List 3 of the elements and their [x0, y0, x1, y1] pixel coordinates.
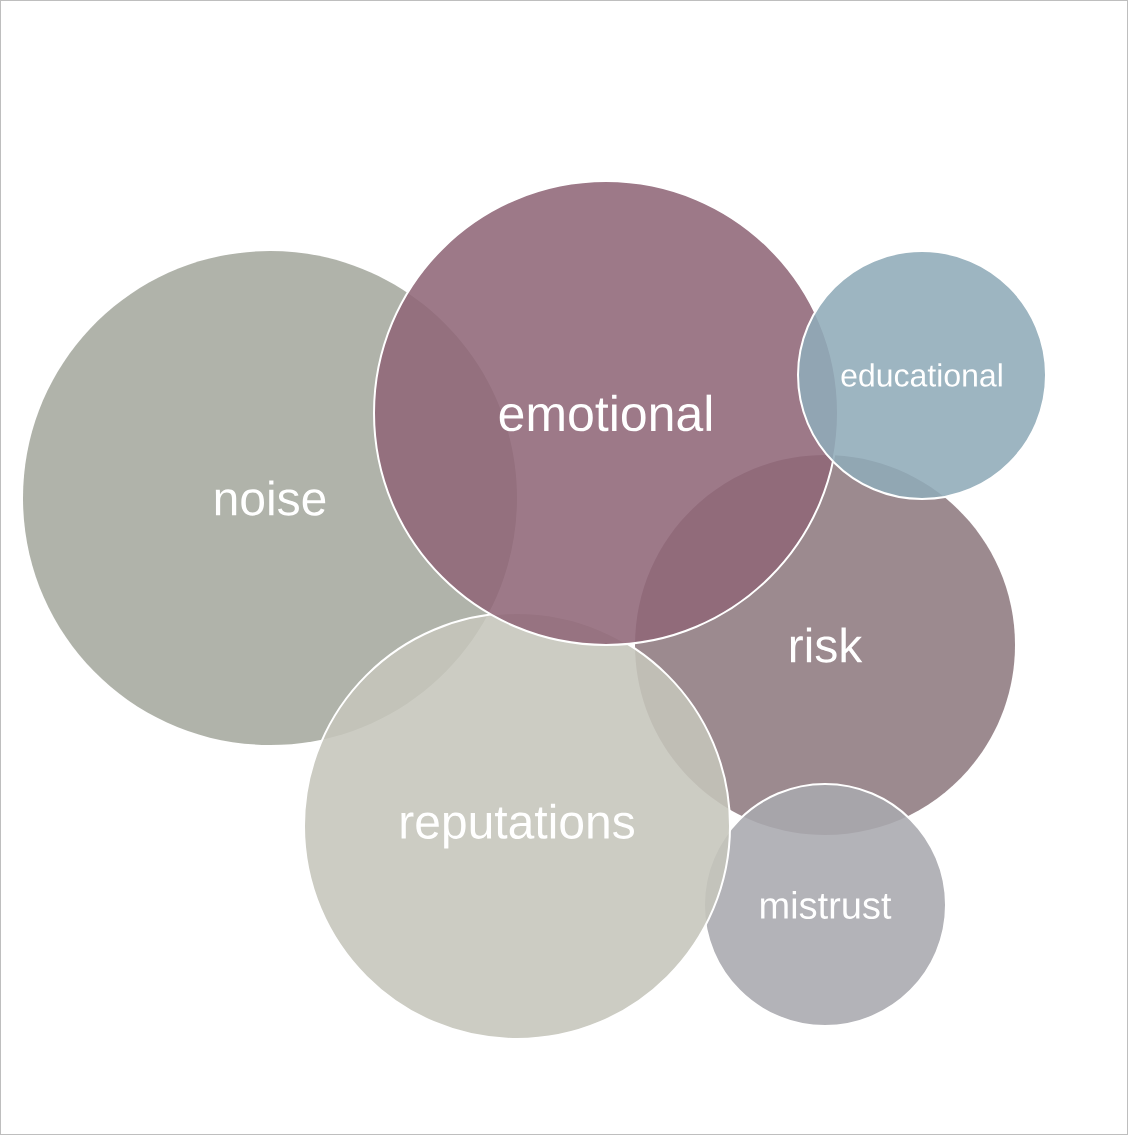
bubble: educational [797, 250, 1047, 500]
bubble: mistrust [703, 783, 947, 1027]
bubble: reputations [303, 612, 731, 1040]
